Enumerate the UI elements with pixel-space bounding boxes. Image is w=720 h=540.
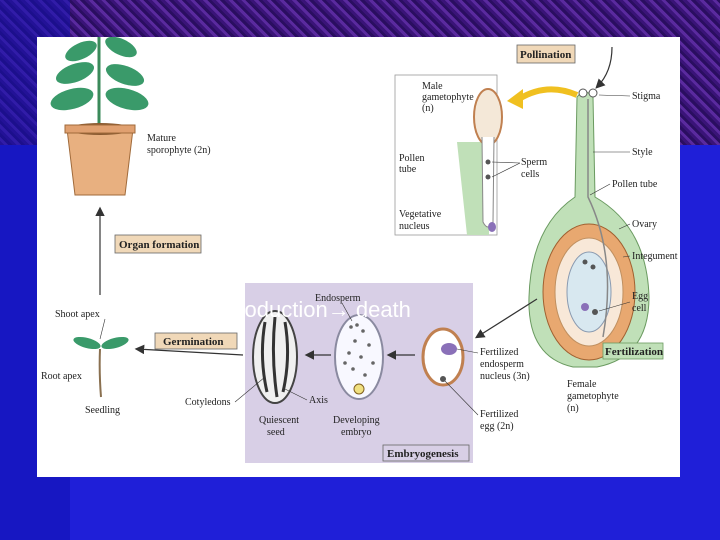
diagram-panel: Mature sporophyte (2n) Organ formation P… — [37, 37, 680, 477]
endosperm-nucleus — [441, 343, 457, 355]
germination-label: Germination — [163, 336, 224, 348]
yellow-arrow-head — [507, 89, 523, 109]
endosperm-dots — [343, 323, 375, 377]
mature-sporophyte-label-1: Mature — [147, 133, 176, 144]
endosperm-label: Endosperm — [315, 293, 361, 304]
developing-embryo-label-2: embryo — [341, 427, 372, 438]
female-gametophyte-label-1: Female — [567, 379, 597, 390]
mature-sporophyte-label-2: sporophyte (2n) — [147, 145, 211, 156]
fertilized-egg-dot — [440, 376, 446, 382]
overlay-text-line2: production→ death — [225, 297, 411, 322]
pistil-illustration — [528, 88, 650, 368]
style-label: Style — [632, 147, 653, 158]
pollination-box — [516, 44, 576, 64]
pollen-tube-label-1: Pollen — [399, 153, 425, 164]
male-gametophyte-label-2: gametophyte — [422, 92, 474, 103]
quiescent-seed-label-1: Quiescent — [259, 415, 299, 426]
fertilized-egg-label-2: egg (2n) — [480, 421, 514, 432]
sperm-cell — [485, 159, 491, 165]
fertilization-label: Fertilization — [605, 346, 663, 358]
pollen-inset-tissue — [457, 142, 489, 235]
seedling-illustration — [73, 336, 129, 398]
fertilized-egg-label-1: Fertilized — [480, 409, 518, 420]
egg-cell-label-1: Egg — [632, 291, 648, 302]
plant-life-cycle-diagram: Mature sporophyte (2n) Organ formation P… — [41, 37, 678, 463]
mature-plant-illustration — [50, 37, 149, 196]
pollination-label: Pollination — [520, 49, 571, 61]
embryo-dot — [353, 383, 365, 395]
female-gametophyte-label-3: (n) — [567, 403, 579, 414]
sperm-cell — [485, 174, 491, 180]
male-gametophyte-label-1: Male — [422, 81, 443, 92]
yellow-arrow — [517, 86, 579, 102]
developing-embryo — [334, 314, 384, 400]
vegetative-nucleus-label-1: Vegetative — [399, 209, 442, 220]
stigma-label: Stigma — [632, 91, 661, 102]
quiescent-seed-label-2: seed — [267, 427, 285, 438]
embryogenesis-label: Embryogenesis — [387, 448, 459, 460]
fertilized-ovule — [421, 327, 465, 387]
pollen-tube-right-label: Pollen tube — [612, 179, 658, 190]
developing-embryo-label-1: Developing — [333, 415, 380, 426]
male-gametophyte-label-3: (n) — [422, 103, 434, 114]
overlay-text-line1: flowering→ seed — [235, 255, 399, 280]
fertilized-endosperm-label-1: Fertilized — [480, 347, 518, 358]
sperm-cells-label-2: cells — [521, 169, 539, 180]
cotyledons-label: Cotyledons — [185, 397, 231, 408]
root-apex-label: Root apex — [41, 371, 82, 382]
shoot-apex-label: Shoot apex — [55, 309, 100, 320]
pollen-arrow — [595, 46, 613, 89]
egg-cell-label-2: cell — [632, 303, 647, 314]
embryogenesis-box — [382, 444, 470, 462]
integument-label: Integument — [632, 251, 678, 262]
female-gametophyte-label-2: gametophyte — [567, 391, 619, 402]
vegetative-nucleus-label-2: nucleus — [399, 221, 430, 232]
pollen-tube-inset — [481, 136, 495, 228]
axis-label: Axis — [309, 395, 328, 406]
organ-formation-box — [114, 234, 202, 254]
arrow-to-seedling — [134, 344, 244, 356]
arrow-to-ovule — [474, 298, 538, 339]
fertilized-endosperm-label-2: endosperm — [480, 359, 524, 370]
seedling-label: Seedling — [85, 405, 120, 416]
fertilization-box — [602, 342, 664, 360]
seed-embryo — [260, 316, 290, 398]
pollen-tube-label-2: tube — [399, 164, 417, 175]
organ-formation-label: Organ formation — [119, 239, 199, 251]
germination-box — [154, 332, 238, 350]
vegetative-nucleus-dot — [488, 222, 496, 232]
fertilized-endosperm-label-3: nucleus (3n) — [480, 371, 530, 382]
pollen-grain — [473, 88, 503, 146]
ovary-label: Ovary — [632, 219, 657, 230]
sperm-cells-label-1: Sperm — [521, 157, 547, 168]
